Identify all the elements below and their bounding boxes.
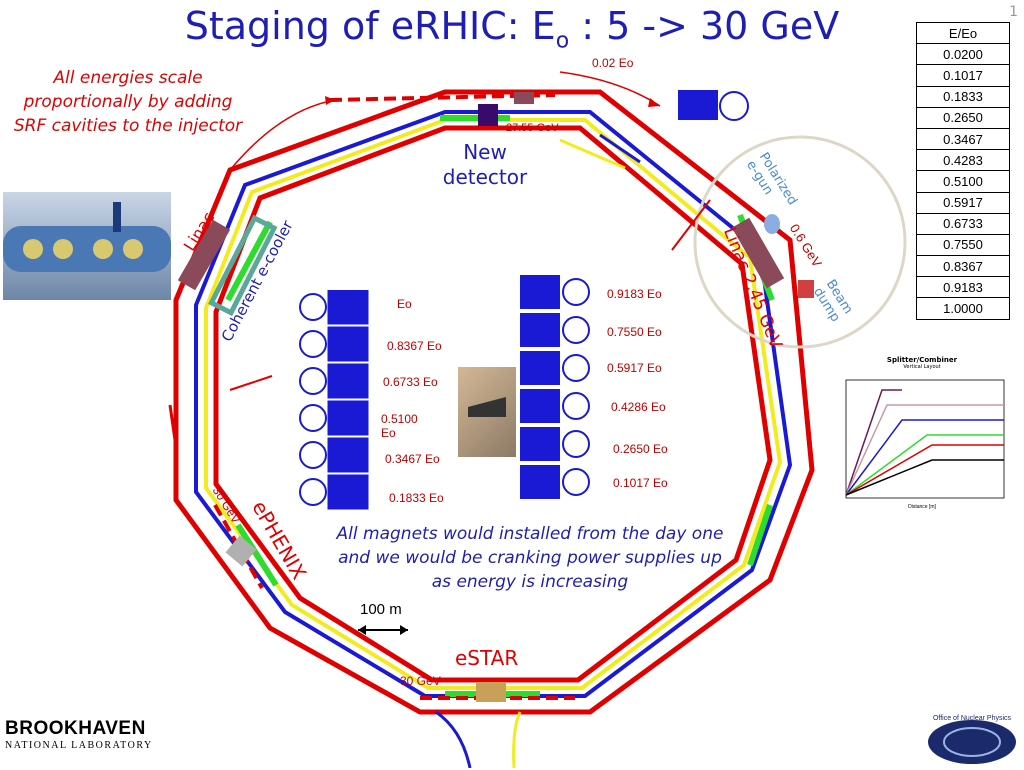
left-magnet-stack bbox=[299, 289, 369, 510]
slide-number: 1 bbox=[1009, 4, 1018, 20]
inner-red-ring bbox=[213, 125, 773, 683]
arrow-top-left bbox=[229, 99, 336, 171]
right-arc-label-4: 0.2650 Eo bbox=[613, 442, 668, 456]
table-cell: 0.5100 bbox=[916, 170, 1010, 193]
left-arc-label-5: 0.1833 Eo bbox=[389, 491, 444, 505]
table-cell: 0.3467 bbox=[916, 127, 1010, 151]
cryomodule-image bbox=[3, 192, 171, 300]
table-cell: 1.0000 bbox=[916, 297, 1010, 320]
green-section-right bbox=[747, 504, 773, 566]
new-detector-box bbox=[478, 104, 498, 126]
table-cell: 0.7550 bbox=[916, 233, 1010, 257]
bnl-logo-main: BROOKHAVEN bbox=[5, 718, 146, 739]
brookhaven-logo: BROOKHAVEN NATIONAL LABORATORY bbox=[5, 718, 175, 758]
magnets-note: All magnets would installed from the day… bbox=[336, 524, 724, 592]
label-estar: eSTAR bbox=[455, 646, 519, 670]
slide-title: Staging of eRHIC: Eo : 5 -> 30 GeV bbox=[184, 4, 840, 54]
table-cell: 0.0200 bbox=[916, 43, 1010, 66]
right-arc-label-0: 0.9183 Eo bbox=[607, 287, 662, 301]
table-header: E/Eo bbox=[916, 21, 1010, 45]
table-cell: 0.2650 bbox=[916, 106, 1010, 129]
right-arc-magnets bbox=[520, 275, 600, 500]
label-new-detector: New detector bbox=[442, 140, 528, 189]
table-cell: 0.1833 bbox=[916, 85, 1010, 108]
chart-plot: Distance [m] bbox=[845, 379, 1005, 510]
arrow-to-linac bbox=[671, 199, 711, 251]
e-gun bbox=[764, 214, 780, 234]
estar-detector-box bbox=[476, 682, 506, 702]
splitter-combiner-chart: Splitter/Combiner Vertical Layout Distan… bbox=[832, 356, 1012, 516]
chart-subtitle: Vertical Layout bbox=[903, 364, 941, 370]
label-30-gev-bottom: 30 GeV bbox=[400, 674, 441, 688]
injector-circle bbox=[693, 135, 907, 349]
chart-xlabel: Distance [m] bbox=[908, 504, 936, 510]
linac-left bbox=[177, 219, 231, 291]
table-cell: 0.5917 bbox=[916, 191, 1010, 214]
left-arc-label-0: Eo bbox=[397, 297, 412, 311]
left-arc-label-1: 0.8367 Eo bbox=[387, 339, 442, 353]
right-arc-label-2: 0.5917 Eo bbox=[607, 361, 662, 375]
left-arc-magnets bbox=[298, 289, 378, 510]
table-cell: 0.4283 bbox=[916, 149, 1010, 172]
doe-nuclear-physics-logo: Office of Nuclear Physics bbox=[926, 712, 1018, 766]
green-section-left bbox=[235, 523, 279, 587]
linac-right bbox=[731, 217, 785, 289]
arrow-left-lower bbox=[168, 404, 177, 441]
label-002-eo: 0.02 Eo bbox=[592, 56, 634, 70]
table-cell: 0.8367 bbox=[916, 255, 1010, 278]
bnl-logo-sub: NATIONAL LABORATORY bbox=[5, 740, 153, 751]
label-27-55-gev: 27.55 GeV bbox=[506, 122, 559, 134]
beam-dump-box bbox=[798, 280, 814, 298]
label-scale: 100 m bbox=[360, 601, 402, 618]
right-arc-label-3: 0.4286 Eo bbox=[611, 400, 666, 414]
energy-ratio-table: E/Eo 0.0200 0.1017 0.1833 0.2650 0.3467 … bbox=[916, 21, 1010, 320]
left-arc-label-2: 0.6733 Eo bbox=[383, 375, 438, 389]
arrow-to-arcs bbox=[229, 375, 273, 391]
left-arc-label-4: 0.3467 Eo bbox=[385, 452, 440, 466]
left-arc-label-3: 0.5100 Eo bbox=[381, 412, 418, 440]
right-arc-label-1: 0.7550 Eo bbox=[607, 325, 662, 339]
top-splitter-magnet bbox=[678, 90, 718, 120]
green-section-ecooler bbox=[225, 220, 273, 302]
doe-logo-text: Office of Nuclear Physics bbox=[933, 715, 1012, 722]
e-cooler bbox=[208, 214, 278, 317]
table-cell: 0.1017 bbox=[916, 64, 1010, 87]
right-magnet-stack bbox=[520, 275, 590, 499]
magnet-photo bbox=[458, 367, 516, 457]
table-cell: 0.9183 bbox=[916, 276, 1010, 299]
right-arc-label-5: 0.1017 Eo bbox=[613, 476, 668, 490]
top-splitter-circle bbox=[719, 91, 749, 121]
chart-title: Splitter/Combiner bbox=[886, 356, 958, 364]
table-cell: 0.6733 bbox=[916, 212, 1010, 235]
top-rf bbox=[514, 92, 534, 104]
energy-scaling-note: All energies scale proportionally by add… bbox=[13, 68, 243, 136]
ephenix-detector-box bbox=[225, 535, 257, 567]
